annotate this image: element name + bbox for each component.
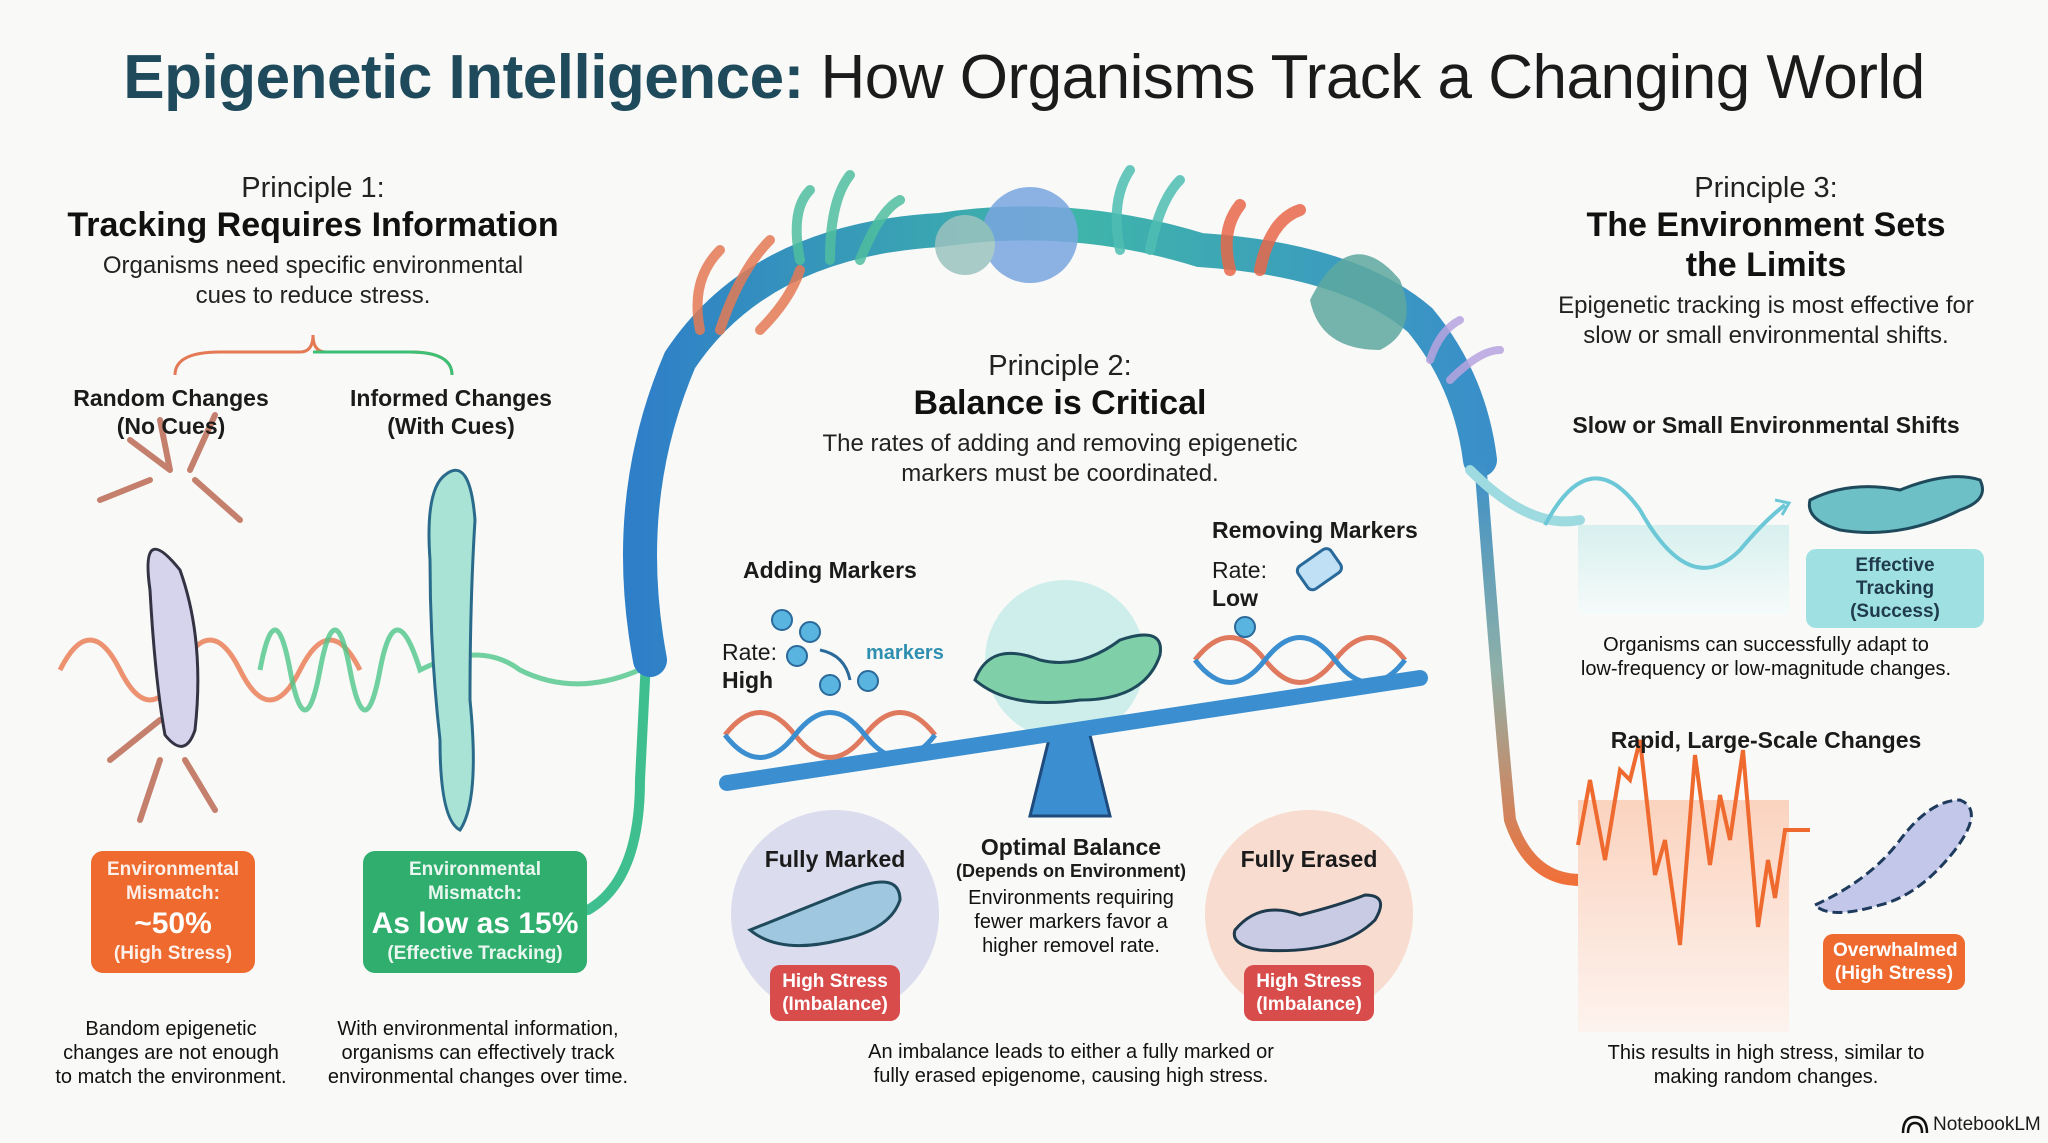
principle1-header: Principle 1: Tracking Requires Informati… (40, 172, 586, 311)
principle-heading: Tracking Requires Information (67, 206, 559, 244)
marked-organism-icon (747, 880, 902, 948)
slow-chart-area (1578, 525, 1789, 614)
effective-tracking-tag: Effective Tracking(Success) (1806, 549, 1984, 628)
notebooklm-logo-icon (1901, 1115, 1929, 1134)
arrow-icon-slow (1774, 498, 1792, 516)
dna-adding-icon (723, 710, 937, 760)
brace (173, 334, 454, 376)
adding-markers-label: Adding Markers (743, 557, 917, 583)
balanced-organism-icon (973, 633, 1162, 704)
tracking-wave (257, 627, 652, 713)
page-title: Epigenetic Intelligence: How Organisms T… (123, 43, 1925, 112)
arrow-icon (819, 648, 852, 681)
rapid-changes-label: Rapid, Large-Scale Changes (1610, 727, 1922, 753)
overwhelmed-tag: Overwhalmed(High Stress) (1823, 934, 1965, 990)
informed-caption: With environmental information,organisms… (327, 1018, 629, 1088)
rapid-wave (1576, 739, 1810, 946)
seesaw-beam (719, 670, 1428, 791)
tracking-organism-icon (427, 468, 477, 832)
fully-marked-stress-tag: High Stress(Imbalance) (770, 965, 900, 1021)
random-changes-label: Random Changes(No Cues) (73, 385, 269, 439)
principle-label: Principle 1: (241, 172, 385, 204)
slow-organism-icon (1807, 475, 1984, 534)
brand-label: NotebookLM (1933, 1114, 2041, 1135)
brace-right (313, 350, 454, 376)
eraser-icon (1295, 547, 1343, 592)
fulcrum (1028, 733, 1112, 818)
optimal-balance: Optimal Balance (Depends on Environment)… (955, 834, 1186, 957)
principle2-caption: An imbalance leads to either a fully mar… (868, 1041, 1274, 1087)
marker-hexagons-icon (771, 609, 1256, 696)
adding-rate: Rate:High (722, 639, 777, 693)
erased-organism-icon (1232, 893, 1383, 953)
removing-markers-label: Removing Markers (1212, 517, 1418, 543)
fully-erased-label: Fully Erased (1240, 846, 1378, 872)
fully-erased-stress-tag: High Stress(Imbalance) (1244, 965, 1374, 1021)
slow-wave (1543, 476, 1787, 570)
coral-decor (692, 165, 1504, 384)
stressed-organism-icon (97, 412, 243, 823)
arch-branch-teal (1465, 465, 1585, 527)
arch-right-leg (1474, 454, 1586, 886)
overwhelmed-organism-icon (1812, 798, 1973, 914)
dna-removing-icon (1193, 635, 1407, 685)
slow-shifts-label: Slow or Small Environmental Shifts (1572, 412, 1960, 438)
principle2-header: Principle 2: Balance is Critical The rat… (822, 350, 1298, 487)
markers-label: markers (866, 642, 944, 664)
removing-rate: Rate:Low (1212, 557, 1267, 611)
fully-marked-label: Fully Marked (764, 846, 906, 872)
informed-changes-label: Informed Changes(With Cues) (350, 385, 552, 439)
random-wave (57, 637, 363, 703)
